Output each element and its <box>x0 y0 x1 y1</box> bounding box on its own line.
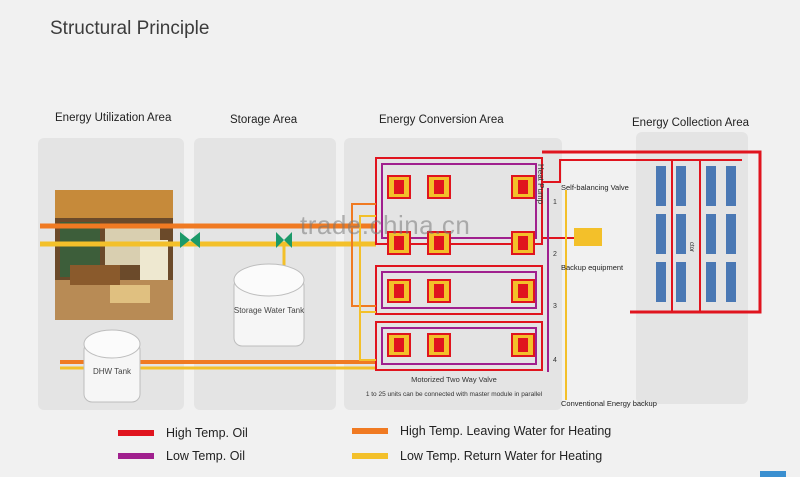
area-title-conversion: Energy Conversion Area <box>379 114 504 126</box>
dhw-tank <box>83 329 141 403</box>
solar-collector <box>706 214 736 254</box>
heat-pump-unit <box>427 333 451 357</box>
motorized-valve-label: Motorized Two Way Valve <box>411 375 497 384</box>
heat-pump-unit <box>387 231 411 255</box>
legend-item-leaving-water: High Temp. Leaving Water for Heating <box>352 424 611 438</box>
legend-swatch <box>352 453 388 459</box>
solar-collector <box>656 214 686 254</box>
living-room-image <box>55 190 173 320</box>
module-number: 1 <box>553 199 557 206</box>
heat-pump-unit <box>511 175 535 199</box>
corner-badge <box>760 471 786 477</box>
legend-swatch <box>118 430 154 436</box>
module-number: 3 <box>553 303 557 310</box>
backup-equipment-box <box>574 228 602 246</box>
heat-pump-unit <box>511 333 535 357</box>
legend-item-low-temp-oil: Low Temp. Oil <box>118 449 245 463</box>
collection-pipes <box>542 150 762 400</box>
area-title-utilization: Energy Utilization Area <box>55 112 172 124</box>
valve-icon <box>276 232 292 248</box>
legend-item-return-water: Low Temp. Return Water for Heating <box>352 449 602 463</box>
watermark: trade.china.cn <box>300 210 471 240</box>
units-note: 1 to 25 units can be connected with mast… <box>366 391 543 398</box>
conversion-modules <box>351 157 543 371</box>
solar-collector <box>656 262 686 302</box>
legend-swatch <box>352 428 388 434</box>
page-title: Structural Principle <box>50 18 210 39</box>
solar-collector <box>656 166 686 206</box>
module-number: 2 <box>553 251 557 258</box>
legend-label: High Temp. Leaving Water for Heating <box>400 424 612 438</box>
dhw-tank-label: DHW Tank <box>93 367 132 376</box>
heat-pump-label: Heat Pump <box>536 164 545 205</box>
legend-item-high-temp-oil: High Temp. Oil <box>118 426 248 440</box>
collector-label: ctor <box>688 242 694 252</box>
legend-label: High Temp. Oil <box>166 426 248 440</box>
heat-pump-unit <box>387 175 411 199</box>
storage-water-tank <box>233 263 305 347</box>
legend-swatch <box>118 453 154 459</box>
heat-pump-unit <box>387 333 411 357</box>
heat-pump-unit <box>427 231 451 255</box>
heat-pump-unit <box>427 175 451 199</box>
area-title-storage: Storage Area <box>230 114 298 126</box>
legend-label: Low Temp. Oil <box>166 449 245 463</box>
heat-pump-unit <box>387 279 411 303</box>
valve-icon <box>180 232 200 248</box>
storage-water-tank-label: Storage Water Tank <box>234 306 305 315</box>
solar-collector <box>706 262 736 302</box>
conventional-backup-label: Conventional Energy backup <box>561 399 657 408</box>
solar-collector <box>706 166 736 206</box>
module-number: 4 <box>553 357 557 364</box>
heat-pump-unit <box>511 279 535 303</box>
area-title-collection: Energy Collection Area <box>632 117 749 129</box>
backup-equipment-label: Backup equipment <box>561 263 624 272</box>
heat-pump-unit <box>511 231 535 255</box>
self-balancing-valve-label: Self-balancing Valve <box>561 183 629 192</box>
heat-pump-unit <box>427 279 451 303</box>
legend-label: Low Temp. Return Water for Heating <box>400 449 603 463</box>
